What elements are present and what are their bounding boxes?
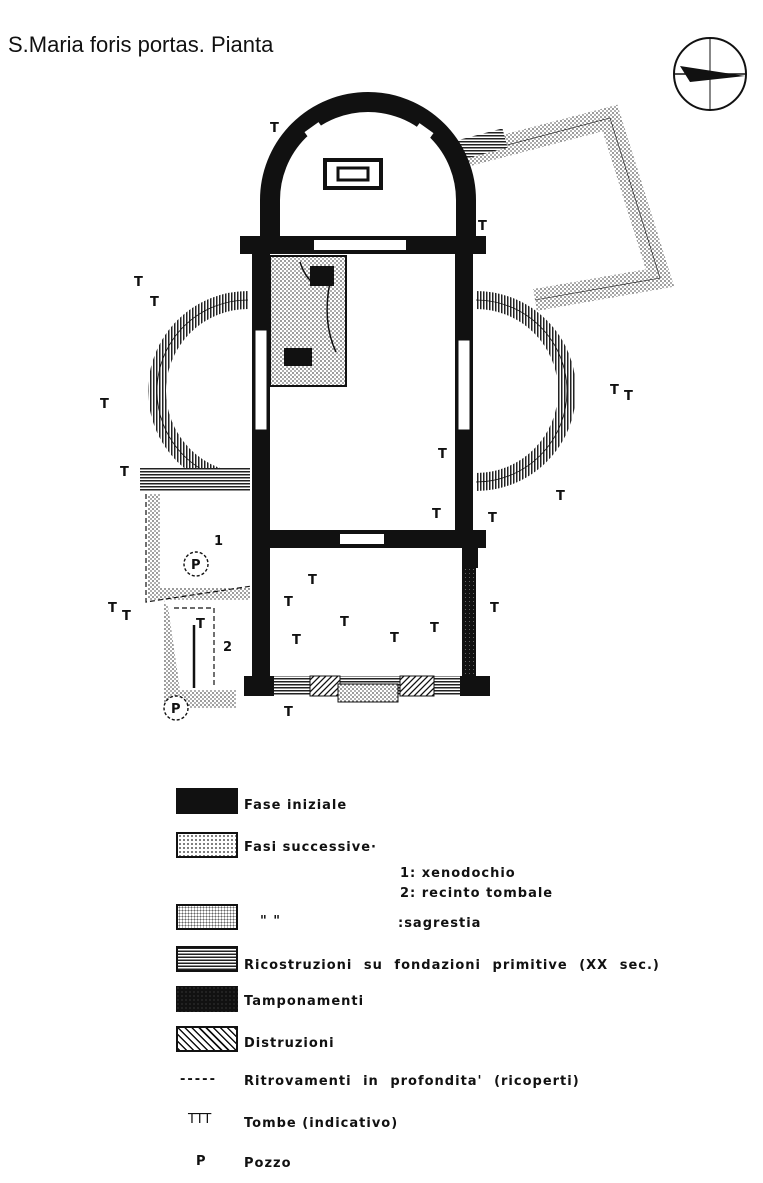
tomb-marker: T xyxy=(108,601,117,616)
tomb-marker: T xyxy=(340,615,349,630)
tomb-marker: T xyxy=(610,383,619,398)
legend-swatch-fase-iniziale xyxy=(176,788,238,814)
tomb-marker: T xyxy=(478,219,487,234)
nave-walls xyxy=(240,236,486,548)
tomb-marker: T xyxy=(430,621,439,636)
legend-recinto: 2: recinto tombale xyxy=(400,886,554,901)
tomb-marker: T xyxy=(100,397,109,412)
legend-swatch-distruzioni xyxy=(176,1026,238,1052)
tomb-marker: T xyxy=(122,609,131,624)
legend-swatch-fasi-successive xyxy=(176,832,238,858)
legend-fase-iniziale: Fase iniziale xyxy=(244,798,348,813)
tomb-marker: T xyxy=(438,447,447,462)
legend-sagrestia: :sagrestia xyxy=(398,916,482,931)
tomb-marker: T xyxy=(556,489,565,504)
legend-tombe-symbol: TTT xyxy=(188,1112,212,1127)
legend-fasi-successive: Fasi successive· xyxy=(244,840,377,855)
tomb-marker: T xyxy=(292,633,301,648)
legend-distruzioni: Distruzioni xyxy=(244,1036,335,1051)
legend-ricostruzioni: Ricostruzioni su fondazioni primitive (X… xyxy=(244,958,660,973)
sagrestia-wall xyxy=(447,104,675,311)
tomb-marker: T xyxy=(134,275,143,290)
tomb-marker: T xyxy=(120,465,129,480)
legend-pozzo-symbol: P xyxy=(196,1154,207,1169)
legend-pozzo: Pozzo xyxy=(244,1156,292,1171)
tomb-markers: T T T T T T T T T T T T T T T T T T T T … xyxy=(100,121,633,720)
legend-xenodochio: 1: xenodochio xyxy=(400,866,516,881)
compass-icon xyxy=(673,37,747,111)
legend-swatch-ricostruzioni xyxy=(176,946,238,972)
legend-tamponamenti: Tamponamenti xyxy=(244,994,365,1009)
tomb-marker: T xyxy=(284,705,293,720)
tomb-marker: T xyxy=(284,595,293,610)
xenodochio xyxy=(145,494,253,721)
page-title: S.Maria foris portas. Pianta xyxy=(8,32,274,57)
tomb-marker: T xyxy=(270,121,279,136)
floor-plan: P P 1 2 T T T T T T T T T T T T T T T T … xyxy=(100,37,747,721)
legend-swatch-sagrestia xyxy=(176,904,238,930)
legend-ritrovamenti: Ritrovamenti in profondita' (ricoperti) xyxy=(244,1074,580,1089)
tomb-marker: T xyxy=(624,389,633,404)
narthex-walls xyxy=(244,546,490,703)
tomb-marker: T xyxy=(150,295,159,310)
well-marker: P xyxy=(171,702,181,717)
apse xyxy=(260,92,476,250)
tomb-marker: T xyxy=(308,573,317,588)
left-apse xyxy=(140,291,250,492)
tomb-marker: T xyxy=(390,631,399,646)
tomb-marker: T xyxy=(196,617,205,632)
tomb-marker: T xyxy=(488,511,497,526)
legend-ritrovamenti-symbol: ----- xyxy=(180,1072,217,1087)
tomb-marker: T xyxy=(490,601,499,616)
area-1-label: 1 xyxy=(214,534,223,549)
legend-swatch-tamponamenti xyxy=(176,986,238,1012)
tomb-marker: T xyxy=(432,507,441,522)
legend-tombe: Tombe (indicativo) xyxy=(244,1116,399,1131)
legend-ditto: " " xyxy=(260,914,282,929)
area-2-label: 2 xyxy=(223,640,232,655)
well-marker: P xyxy=(191,558,201,573)
right-apse xyxy=(475,291,576,491)
